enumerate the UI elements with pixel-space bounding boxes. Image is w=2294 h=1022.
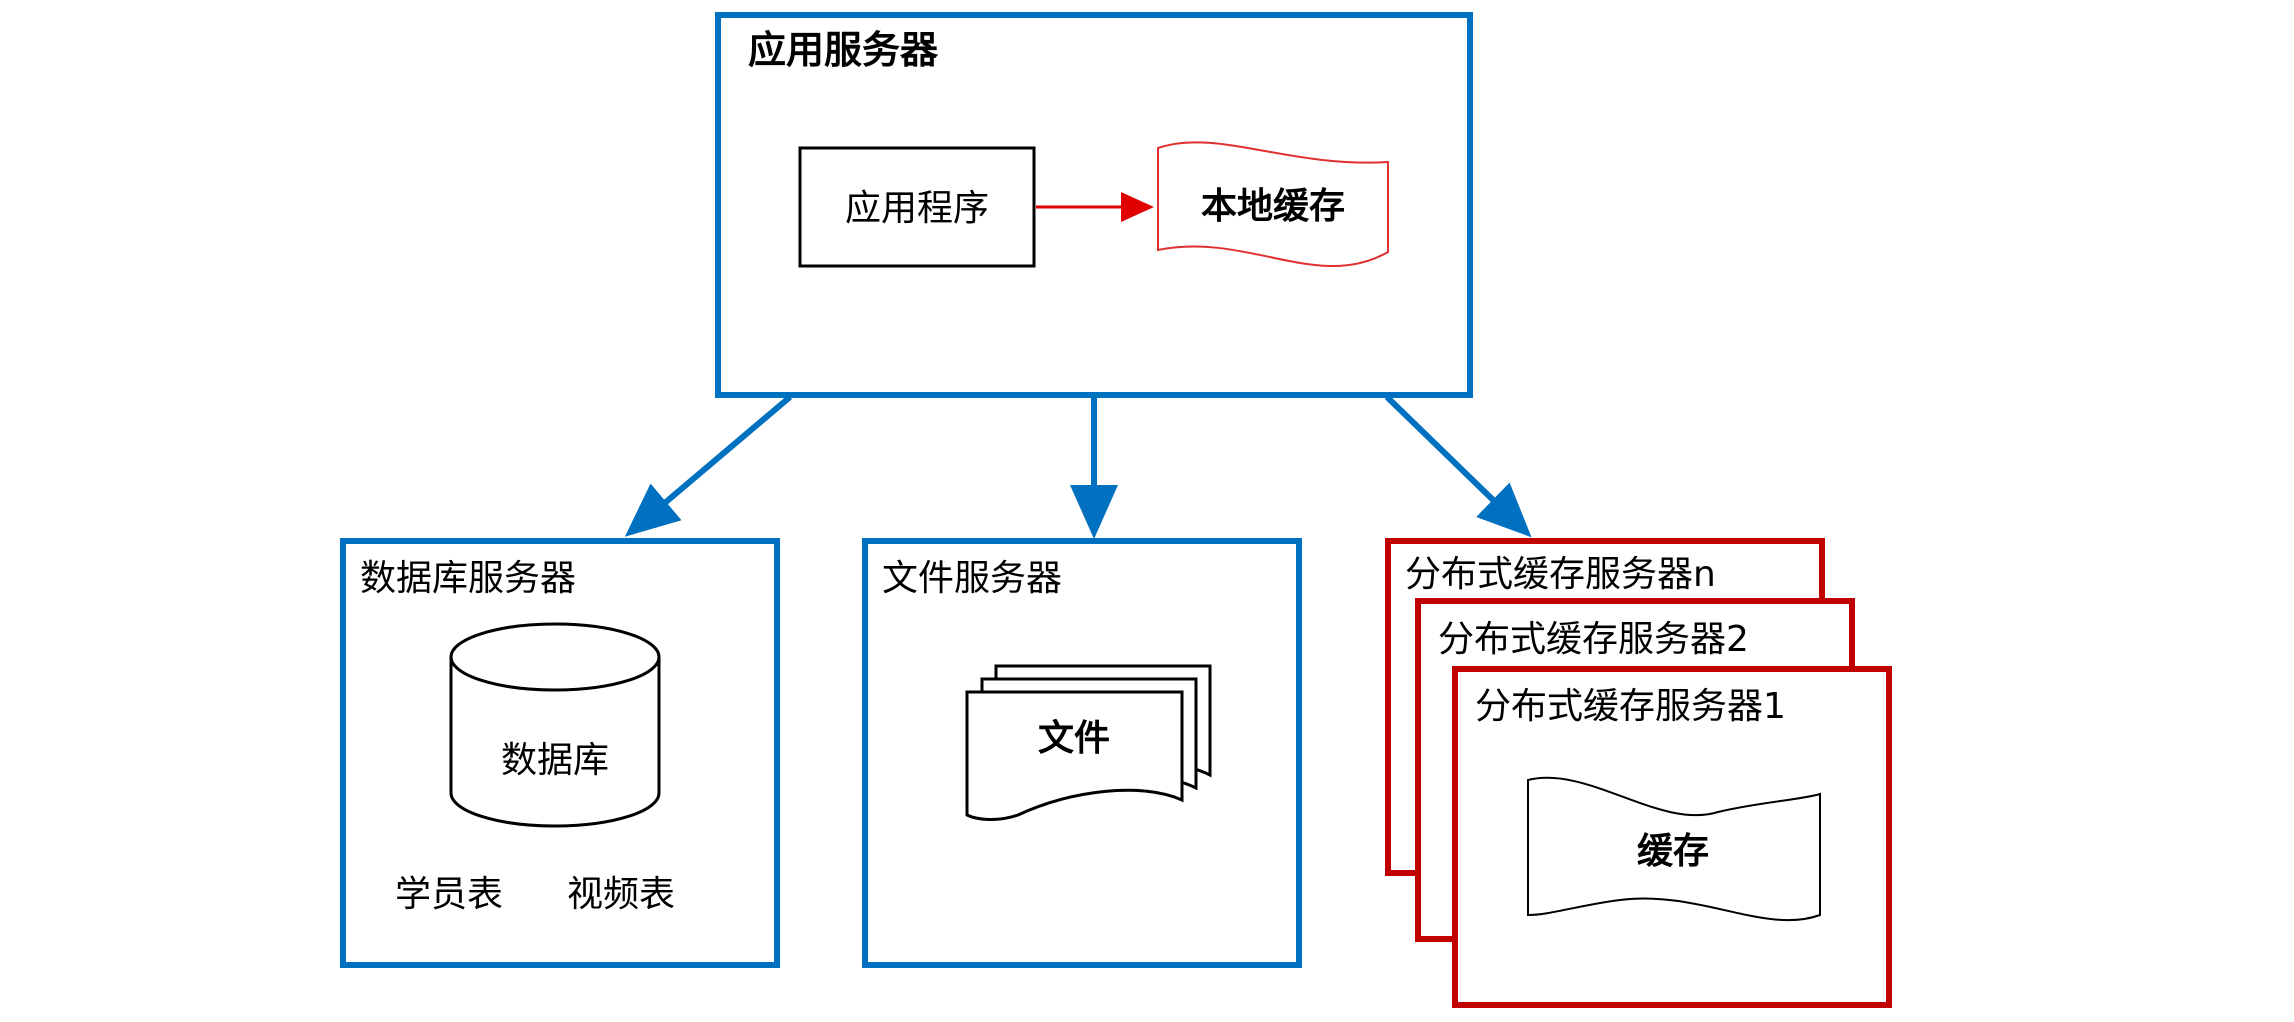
db-server-box: 数据库服务器 数据库 学员表 视频表 <box>340 538 780 968</box>
arrow-to-cache-server <box>1384 394 1532 538</box>
student-table-label: 学员表 <box>395 874 503 915</box>
multi-document-icon: 文件 <box>965 664 1212 821</box>
file-server-box: 文件服务器 文件 <box>862 538 1302 968</box>
file-server-title: 文件服务器 <box>882 558 1062 599</box>
db-server-title: 数据库服务器 <box>360 558 576 599</box>
local-cache-shape: 本地缓存 <box>1157 141 1389 267</box>
file-label: 文件 <box>1038 718 1110 759</box>
database-cylinder-icon: 数据库 <box>449 622 661 828</box>
arrow-to-db-server <box>624 394 792 537</box>
cache-label: 缓存 <box>1637 831 1709 872</box>
database-label: 数据库 <box>501 740 609 781</box>
local-cache-label: 本地缓存 <box>1201 186 1345 227</box>
app-program-box: 应用程序 <box>798 146 1036 268</box>
cache-server-1-title: 分布式缓存服务器1 <box>1475 686 1786 727</box>
cache-server-2-title: 分布式缓存服务器2 <box>1438 619 1749 660</box>
video-table-label: 视频表 <box>567 874 675 915</box>
cache-server-1-box: 分布式缓存服务器1 缓存 <box>1452 666 1892 1008</box>
app-server-box: 应用服务器 应用程序 本地缓存 <box>715 12 1473 398</box>
app-server-title: 应用服务器 <box>748 28 939 72</box>
cache-shape: 缓存 <box>1527 776 1821 922</box>
cache-server-n-title: 分布式缓存服务器n <box>1405 554 1716 595</box>
app-program-label: 应用程序 <box>845 188 989 229</box>
